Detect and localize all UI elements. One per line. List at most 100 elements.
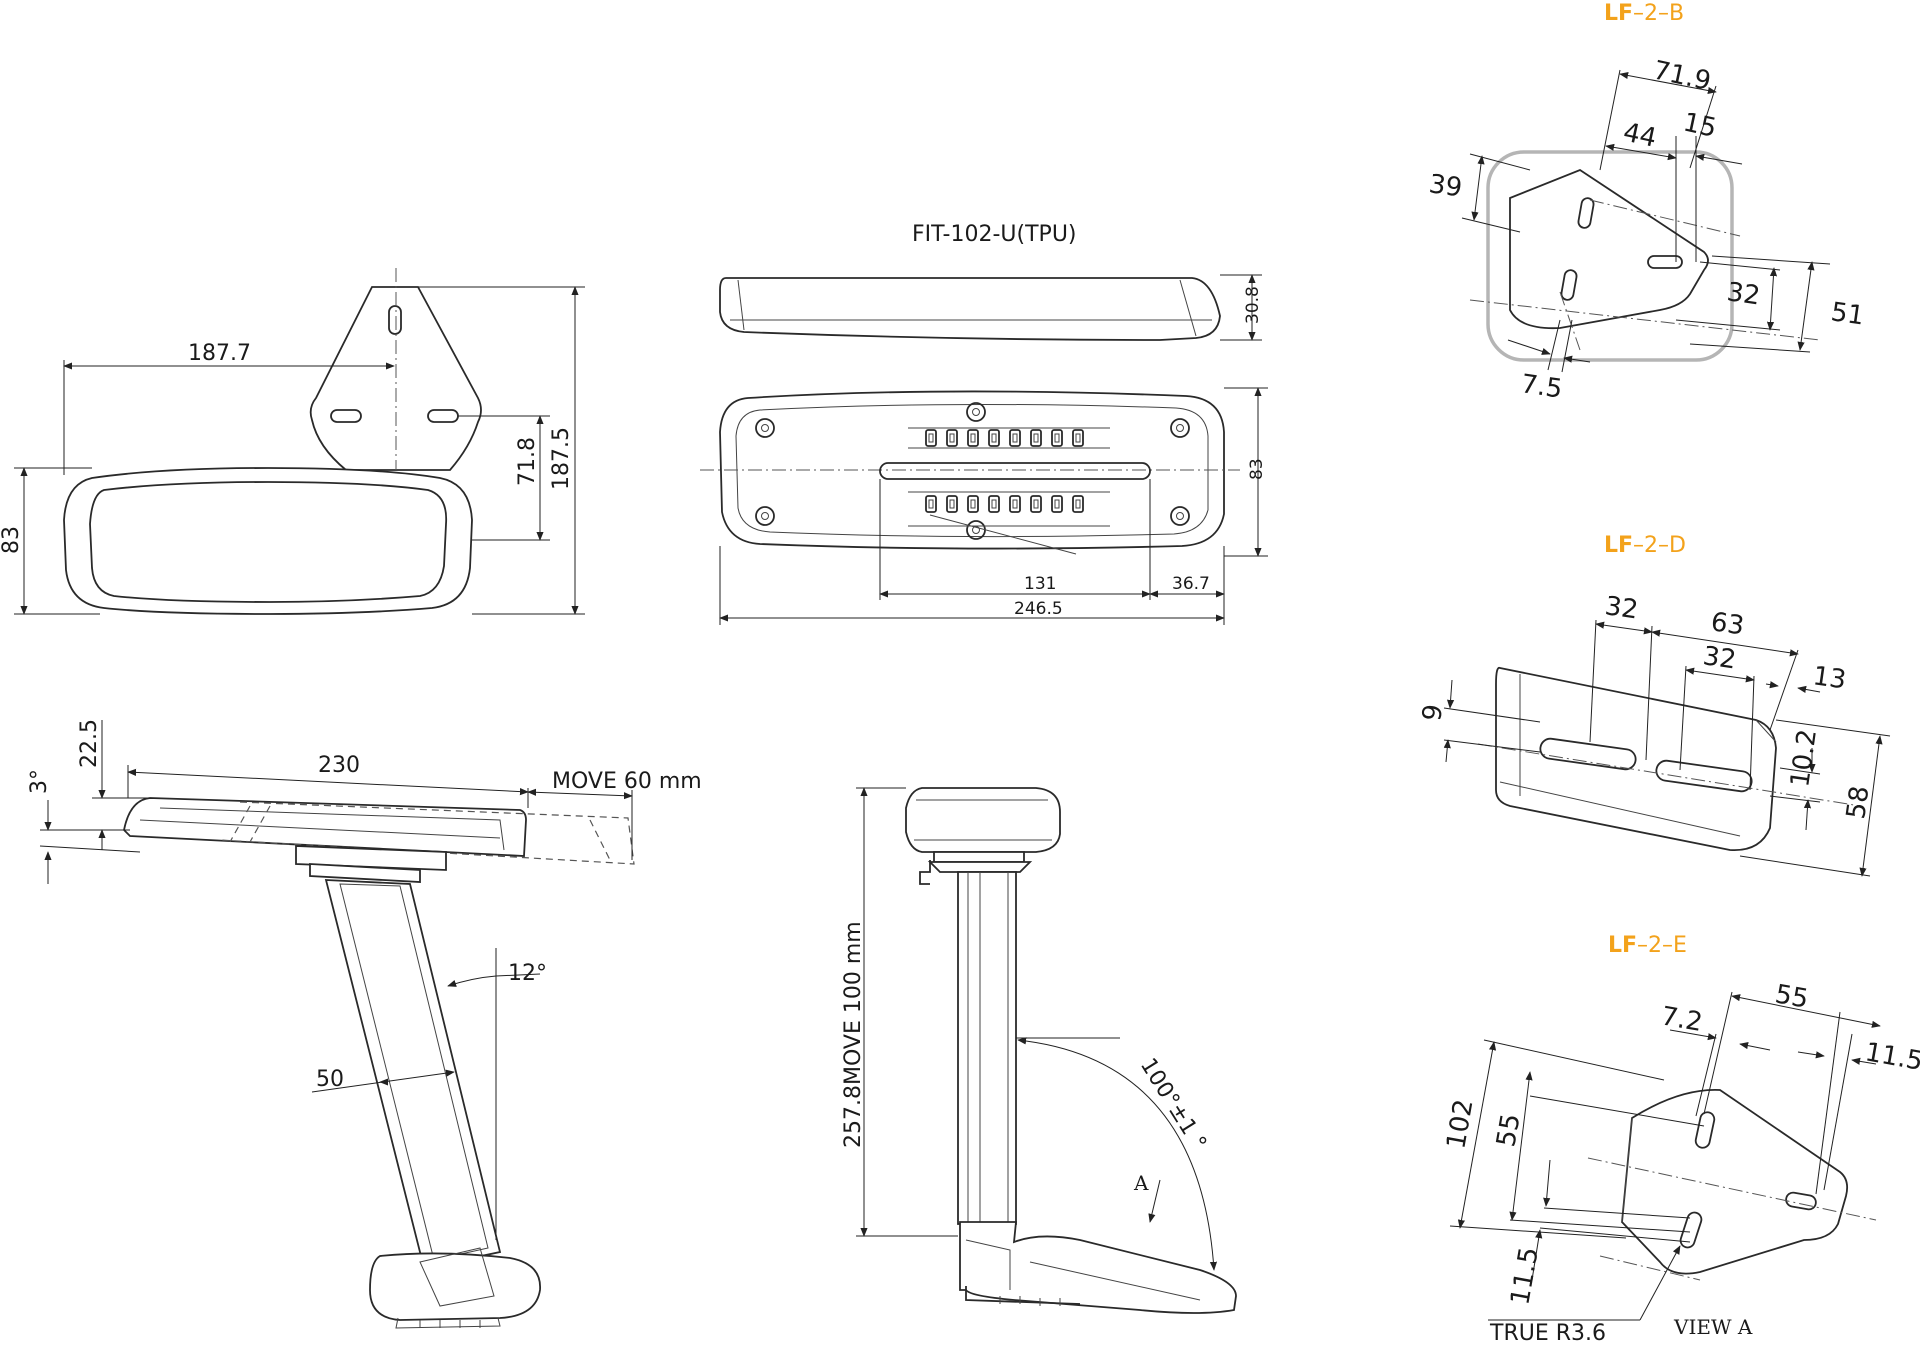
tooth-inner: [949, 433, 955, 443]
dim-bracket-label: 71.8: [515, 437, 540, 486]
bracket-d-dim-3: 13: [1811, 661, 1848, 695]
tooth: [1030, 429, 1042, 447]
armrest-cap: [905, 787, 1061, 853]
bracket-b-dim-4: 32: [1725, 277, 1762, 311]
bracket-d-dim-5: 10.2: [1785, 727, 1823, 789]
column-base: [369, 1252, 541, 1321]
view-arrow-label: A: [1133, 1171, 1149, 1195]
bracket-e-dim-4: 55: [1491, 1111, 1526, 1149]
bracket-b-plate: [1509, 168, 1709, 330]
bracket-e-view: LF–2–E 55 7.2 11.5 102 55 11.5: [1441, 933, 1920, 1346]
dim-thickness-label: 30.8: [1243, 286, 1263, 324]
dim-offset-label: 36.7: [1172, 574, 1210, 594]
tooth-inner: [949, 499, 955, 509]
armrest-side-pad: [123, 797, 527, 857]
bracket-e-dim-1: 7.2: [1659, 1001, 1705, 1038]
dim-length-label: 246.5: [1014, 599, 1063, 619]
view-a-label: VIEW A: [1673, 1315, 1753, 1339]
bracket-d-dim-0: 32: [1603, 591, 1640, 625]
tooth: [925, 495, 937, 513]
rotated-arm: [959, 1221, 1237, 1314]
tooth-inner: [991, 433, 997, 443]
bracket-b-dim-3: 39: [1427, 169, 1464, 203]
tooth: [1051, 429, 1063, 447]
move-60-label: MOVE 60 mm: [552, 769, 702, 794]
pad-side-profile: [719, 277, 1221, 341]
bracket-d-dim-1: 63: [1709, 607, 1746, 641]
tooth: [1072, 429, 1084, 447]
top-middle-view: FIT-102-U(TPU) 30.8: [700, 222, 1268, 625]
tooth: [1072, 495, 1084, 513]
bracket-e-dim-3: 102: [1441, 1097, 1479, 1151]
dim-height-22-label: 22.5: [77, 719, 102, 768]
bracket-e-dim-2: 11.5: [1863, 1037, 1920, 1077]
tooth-inner: [1075, 499, 1081, 509]
tooth: [988, 495, 1000, 513]
bracket-e-plate: [1621, 1089, 1849, 1275]
bracket-slot-top: [388, 305, 402, 335]
front-column: [957, 871, 1017, 1225]
tooth: [925, 429, 937, 447]
tooth-inner: [1075, 433, 1081, 443]
bracket-e-dim-5: 11.5: [1505, 1245, 1545, 1307]
rotation-angle-label: 100°±1 °: [1135, 1054, 1211, 1155]
bracket-e-title: LF–2–E: [1608, 933, 1687, 958]
bracket-b-view: LF–2–B 71.9 44 15 39 32 51: [1427, 1, 1866, 405]
radius-note: TRUE R3.6: [1489, 1321, 1606, 1346]
dim-pad-height-label: 83: [0, 526, 24, 554]
bracket-d-dim-4: 9: [1417, 702, 1449, 723]
tooth: [1009, 429, 1021, 447]
bracket-b-dim-1: 44: [1621, 118, 1660, 154]
bracket-d-dim-2: 32: [1701, 641, 1738, 675]
tooth-inner: [991, 499, 997, 509]
tooth-inner: [970, 499, 976, 509]
tooth-inner: [1054, 499, 1060, 509]
tooth-inner: [1054, 433, 1060, 443]
part-title: FIT-102-U(TPU): [912, 222, 1077, 247]
side-middle-view: 257.8MOVE 100 mm 100°±1 ° A: [841, 787, 1237, 1314]
bracket-b-dim-6: 7.5: [1519, 369, 1564, 404]
tooth-inner: [1012, 433, 1018, 443]
tooth-inner: [1033, 433, 1039, 443]
height-move-label: 257.8MOVE 100 mm: [841, 921, 866, 1148]
tooth: [946, 429, 958, 447]
tooth-inner: [970, 433, 976, 443]
armrest-column: [324, 879, 502, 1270]
tooth: [967, 429, 979, 447]
tooth-inner: [928, 433, 934, 443]
dim-total-height-label: 187.5: [549, 427, 574, 490]
dim-slot-length-label: 131: [1024, 574, 1056, 594]
armrest-pad-outer: [63, 467, 473, 615]
dim-angle-3-label: 3°: [27, 769, 52, 794]
top-left-view: 187.7 187.5 71.8 83: [0, 268, 585, 615]
bracket-d-dim-6: 58: [1841, 784, 1875, 821]
armrest-pad-inner: [89, 481, 448, 603]
bracket-b-dim-0: 71.9: [1651, 56, 1714, 97]
tooth-inner: [1033, 499, 1039, 509]
adjustment-teeth: [925, 429, 1084, 513]
bracket-slot-left: [330, 409, 362, 423]
dim-column-width-label: 50: [316, 1067, 344, 1092]
center-slot: [879, 462, 1151, 480]
bracket-d-view: LF–2–D 32 63 32 13 9 10.2 5: [1417, 533, 1891, 877]
dim-width-label-2: 83: [1247, 458, 1267, 480]
dim-column-angle-label: 12°: [508, 961, 547, 986]
tooth: [1030, 495, 1042, 513]
tooth: [967, 495, 979, 513]
bracket-b-title: LF–2–B: [1604, 1, 1684, 26]
dim-width-label: 187.7: [188, 341, 251, 366]
tooth: [1009, 495, 1021, 513]
tooth-inner: [928, 499, 934, 509]
side-left-view: 22.5 3° 230 MOVE 60 mm 12° 50: [27, 719, 702, 1329]
bracket-d-title: LF–2–D: [1604, 533, 1686, 558]
bracket-e-dim-0: 55: [1773, 979, 1811, 1014]
mount-bracket: [309, 286, 482, 471]
tooth: [946, 495, 958, 513]
dim-length-230-label: 230: [318, 753, 360, 778]
bracket-b-dim-5: 51: [1829, 297, 1866, 331]
tooth: [1051, 495, 1063, 513]
bracket-d-slot-left: [1539, 737, 1637, 771]
bracket-b-dim-2: 15: [1681, 108, 1720, 144]
tooth: [988, 429, 1000, 447]
